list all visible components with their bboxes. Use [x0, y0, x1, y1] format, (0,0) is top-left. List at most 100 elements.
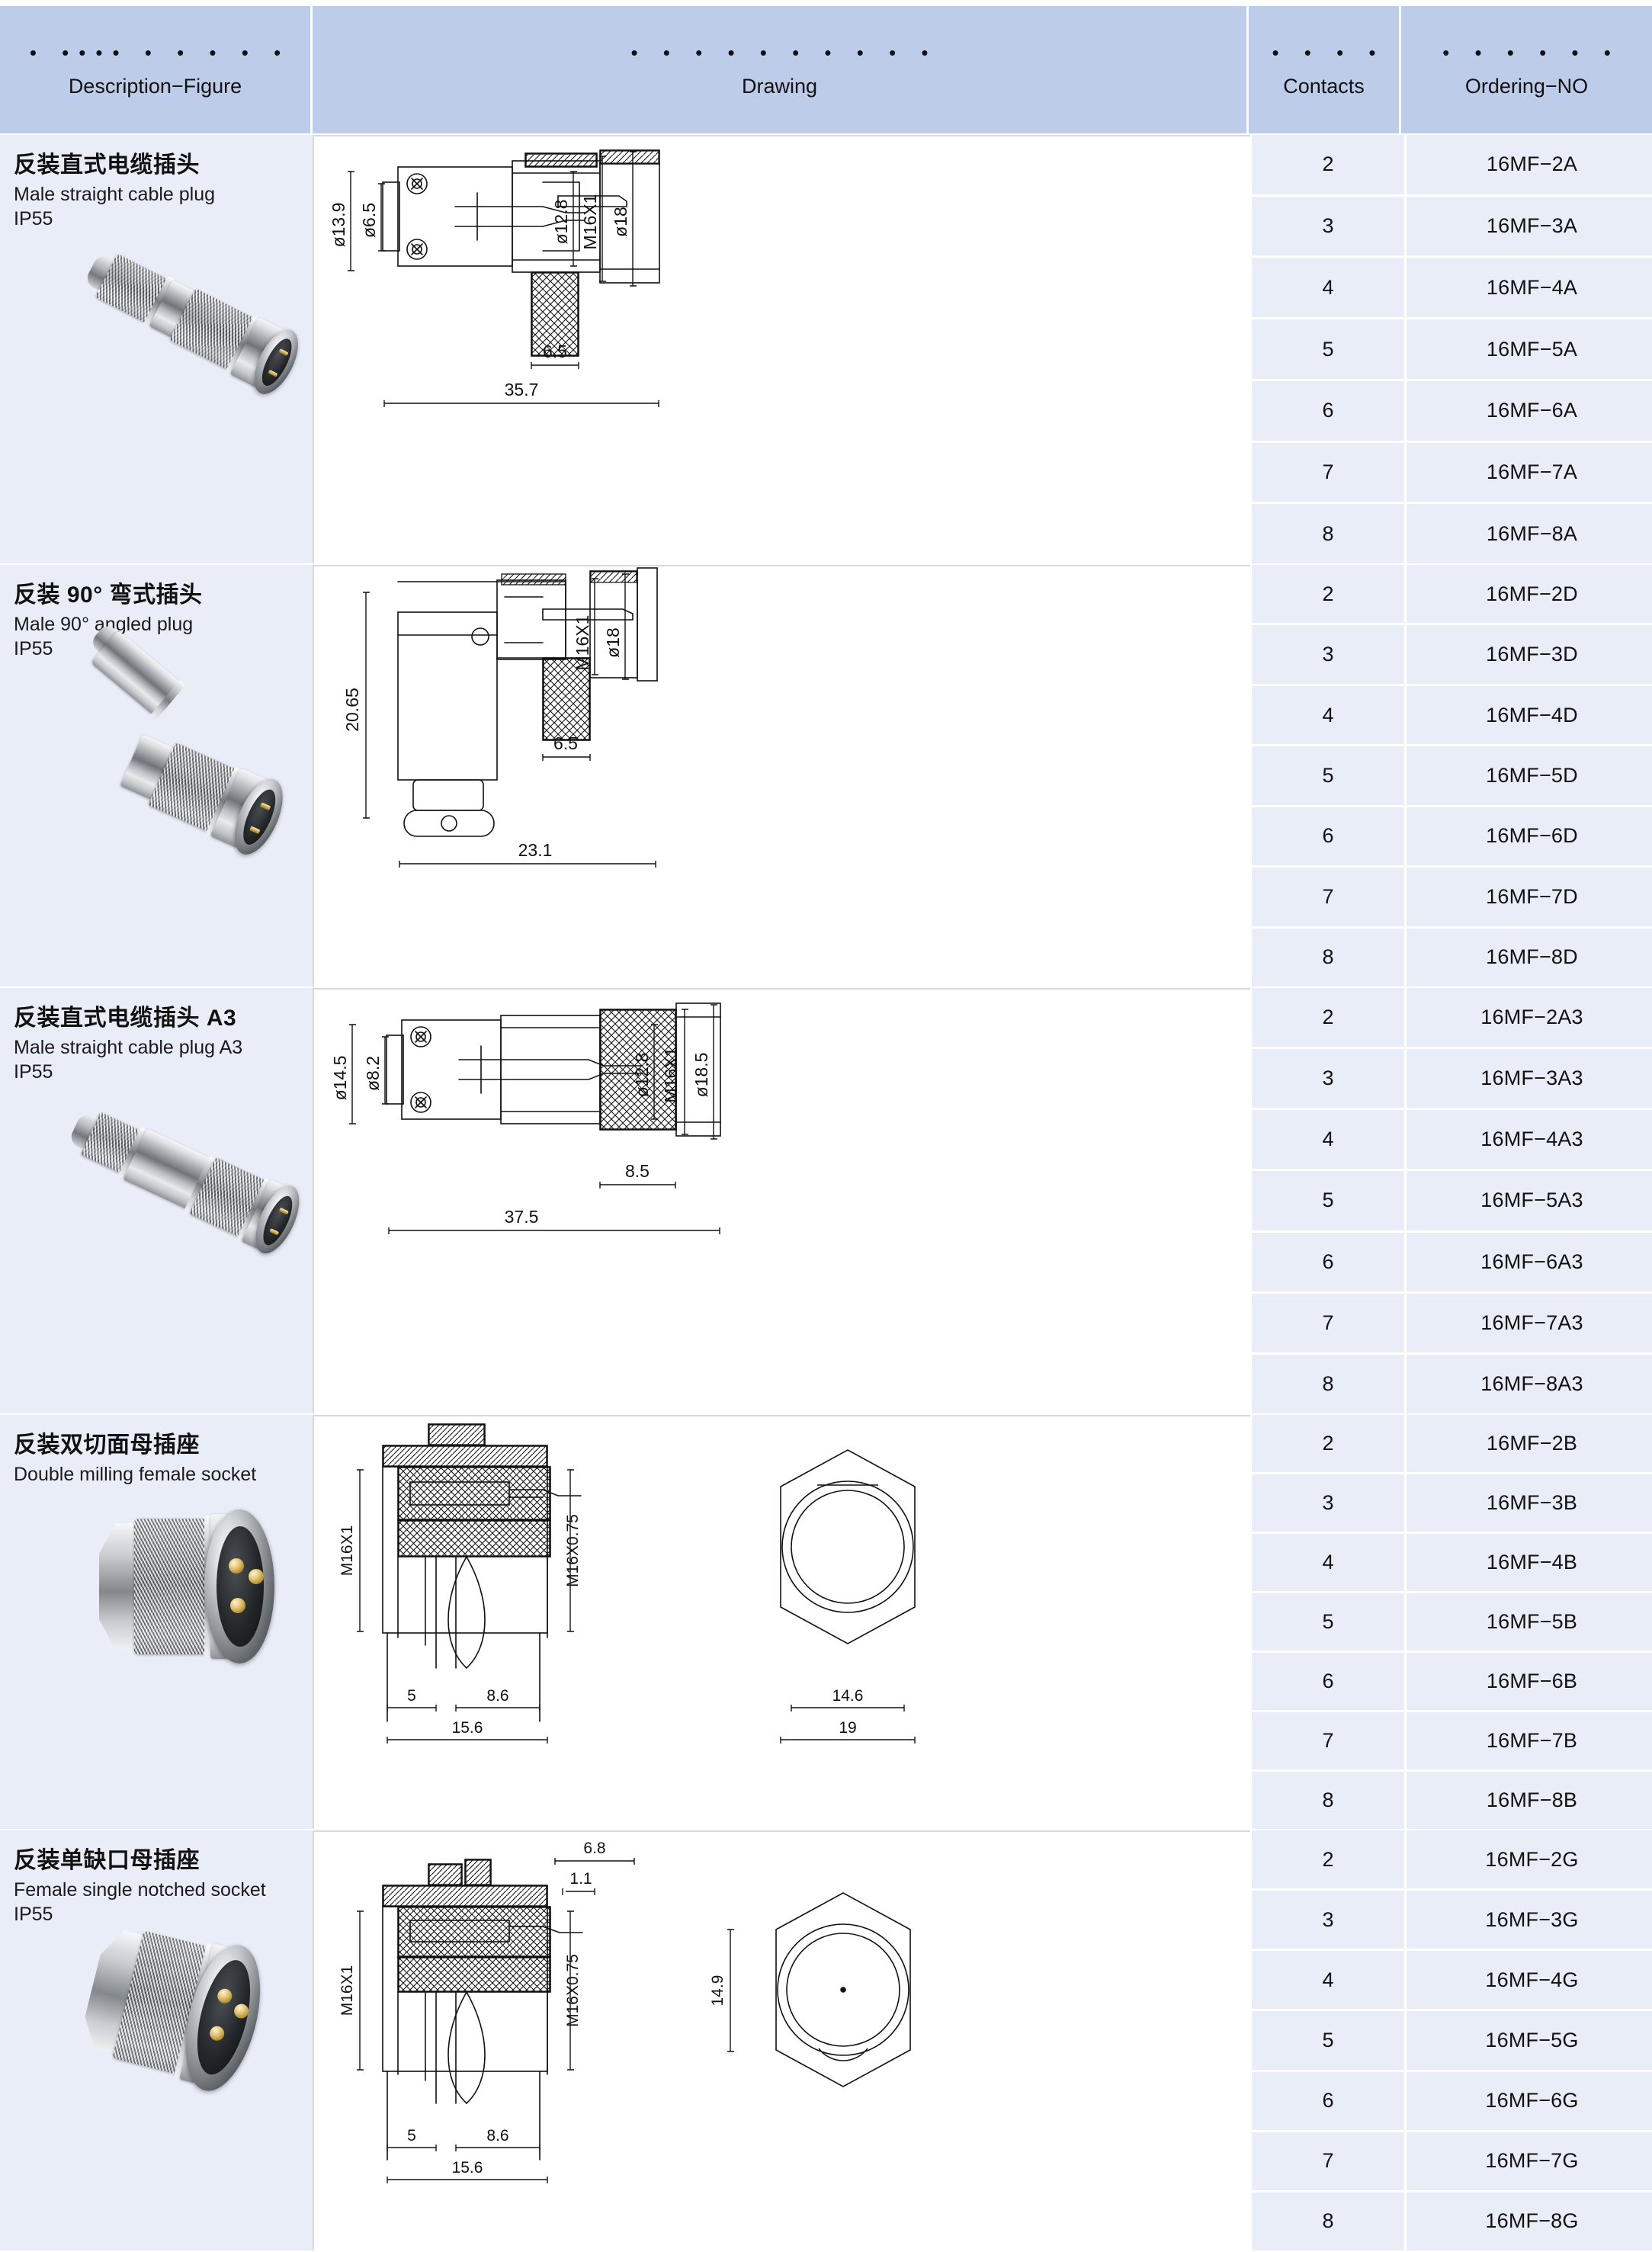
ordering-no-value: 16MF−5G [1485, 2028, 1579, 2052]
contacts-cell: 2 3 4 5 6 7 8 [1250, 1830, 1404, 2250]
ordering-no-cell: 16MF−2G 16MF−3G 16MF−4G 16MF−5G 16MF−6G … [1404, 1830, 1652, 2250]
product-title-cn: 反装双切面母插座 [14, 1432, 200, 1458]
contacts-value: 4 [1322, 703, 1334, 727]
contacts-value-row: 8 [1252, 1772, 1404, 1829]
ordering-no-row: 16MF−4A [1407, 258, 1652, 320]
ordering-no-value: 16MF−5D [1486, 763, 1578, 787]
ordering-no-value: 16MF−5A [1486, 337, 1578, 361]
dim-label: M16X1 [338, 1525, 356, 1577]
contacts-value: 2 [1322, 152, 1334, 176]
ordering-no-value: 16MF−5A3 [1480, 1189, 1583, 1212]
product-photo [76, 1914, 274, 2105]
drawing-cell: 6.8 1.1 M16X1 M16X0.75 14.9 5 8.6 15.6 [313, 1830, 1250, 2250]
contacts-value: 4 [1322, 275, 1334, 299]
ordering-no-row: 16MF−6A3 [1407, 1233, 1652, 1294]
product-ip-rating: IP55 [14, 1903, 53, 1925]
contacts-value: 6 [1322, 1250, 1334, 1273]
dim-label: ø18 [603, 627, 623, 658]
contacts-value: 5 [1322, 2028, 1334, 2052]
contacts-value: 7 [1322, 1729, 1334, 1752]
ordering-no-value: 16MF−8A [1486, 521, 1578, 545]
header-cell-ordering-no: • • • • • • Ordering−NO [1401, 6, 1652, 133]
contacts-value: 2 [1322, 1847, 1334, 1871]
ordering-no-value: 16MF−6A [1486, 399, 1578, 422]
ordering-no-row: 16MF−3D [1407, 625, 1652, 686]
ordering-no-row: 16MF−4A3 [1407, 1110, 1652, 1172]
dim-label: ø18 [611, 207, 630, 237]
ordering-no-value: 16MF−6D [1486, 824, 1578, 848]
ordering-no-value: 16MF−3A3 [1480, 1067, 1583, 1090]
contacts-value: 7 [1322, 1310, 1334, 1334]
contacts-value: 6 [1322, 399, 1334, 422]
description-cell: 反装双切面母插座 Double milling female socket [0, 1415, 313, 1829]
ordering-no-value: 16MF−3G [1485, 1907, 1579, 1931]
contacts-cell: 2 3 4 5 6 7 8 [1250, 1415, 1404, 1829]
ordering-no-row: 16MF−7A3 [1407, 1294, 1652, 1355]
header-cn-ordering-no: • • • • • • [1442, 41, 1621, 64]
contacts-value-row: 6 [1252, 807, 1404, 868]
contacts-value: 4 [1322, 1551, 1334, 1574]
ordering-no-row: 16MF−4B [1407, 1534, 1652, 1593]
contacts-value-row: 5 [1252, 1593, 1404, 1653]
description-cell: 反装 90° 弯式插头 Male 90° angled plug IP55 [0, 565, 313, 986]
contacts-value-row: 4 [1252, 258, 1404, 320]
ordering-no-row: 16MF−5G [1407, 2011, 1652, 2072]
dim-label: 14.6 [832, 1687, 864, 1705]
ordering-no-row: 16MF−6G [1407, 2072, 1652, 2132]
contacts-value: 7 [1322, 884, 1334, 908]
contacts-value-row: 3 [1252, 625, 1404, 686]
dim-label: 1.1 [569, 1870, 592, 1888]
ordering-no-cell: 16MF−2D 16MF−3D 16MF−4D 16MF−5D 16MF−6D … [1404, 565, 1652, 986]
ordering-no-row: 16MF−3A3 [1407, 1049, 1652, 1111]
technical-drawing-straight-plug: ø13.9 ø6.5 ø12.8 M16X1 ø18 6.5 35.7 [329, 149, 660, 407]
product-row: 反装 90° 弯式插头 Male 90° angled plug IP55 [0, 563, 1652, 986]
dim-label: 8.6 [486, 2127, 508, 2145]
ordering-no-value: 16MF−8A3 [1480, 1371, 1583, 1395]
dim-label: ø13.9 [329, 203, 348, 248]
contacts-value-row: 6 [1252, 381, 1404, 443]
contacts-value: 2 [1322, 1432, 1334, 1455]
contacts-value-row: 3 [1252, 197, 1404, 258]
contacts-value: 3 [1322, 1907, 1334, 1931]
dim-label: 15.6 [452, 1719, 483, 1737]
dim-label: 5 [407, 2127, 416, 2145]
product-ip-rating: IP55 [14, 1060, 53, 1083]
contacts-cell: 2 3 4 5 6 7 8 [1250, 565, 1404, 986]
contacts-value: 8 [1322, 521, 1334, 545]
product-row: 反装双切面母插座 Double milling female socket [0, 1413, 1652, 1829]
ordering-no-cell: 16MF−2B 16MF−3B 16MF−4B 16MF−5B 16MF−6B … [1404, 1415, 1652, 1829]
contacts-value-row: 5 [1252, 746, 1404, 807]
ordering-no-value: 16MF−5B [1486, 1610, 1578, 1633]
contacts-value: 3 [1322, 1067, 1334, 1090]
dim-label: 23.1 [518, 840, 553, 860]
contacts-value: 3 [1322, 1491, 1334, 1514]
dim-label: ø18.5 [691, 1053, 711, 1098]
contacts-value-row: 7 [1252, 1712, 1404, 1772]
product-title-cn: 反装 90° 弯式插头 [14, 582, 203, 608]
ordering-no-row: 16MF−2B [1407, 1415, 1652, 1474]
ordering-no-value: 16MF−3B [1486, 1491, 1578, 1514]
contacts-value-row: 7 [1252, 2132, 1404, 2193]
product-photo [83, 207, 307, 401]
dim-label: ø14.5 [330, 1056, 350, 1101]
header-en-drawing: Drawing [741, 75, 818, 98]
dim-label: ø12.8 [551, 200, 571, 245]
product-title-en: Male straight cable plug A3 [14, 1037, 243, 1059]
dim-label: 20.65 [342, 688, 362, 732]
product-row: 反装直式电缆插头 Male straight cable plug IP55 [0, 133, 1652, 563]
contacts-value: 6 [1322, 1670, 1334, 1692]
technical-drawing-angled-plug: 20.65 6.5 M16X1 ø18 23.1 [342, 567, 658, 868]
contacts-value-row: 6 [1252, 2072, 1404, 2132]
dim-label: M16X0.75 [564, 1514, 582, 1587]
contacts-value: 5 [1322, 763, 1334, 787]
dim-label: 8.6 [486, 1687, 508, 1705]
ordering-no-value: 16MF−4G [1485, 1968, 1579, 1991]
header-cell-description: • •••• • • • • • Description−Figure [0, 6, 313, 133]
contacts-value-row: 7 [1252, 868, 1404, 929]
contacts-value-row: 2 [1252, 135, 1404, 197]
contacts-value-row: 8 [1252, 1355, 1404, 1413]
contacts-value: 5 [1322, 337, 1334, 361]
contacts-value: 3 [1322, 214, 1334, 238]
product-photo [76, 622, 305, 861]
ordering-no-row: 16MF−8D [1407, 929, 1652, 986]
